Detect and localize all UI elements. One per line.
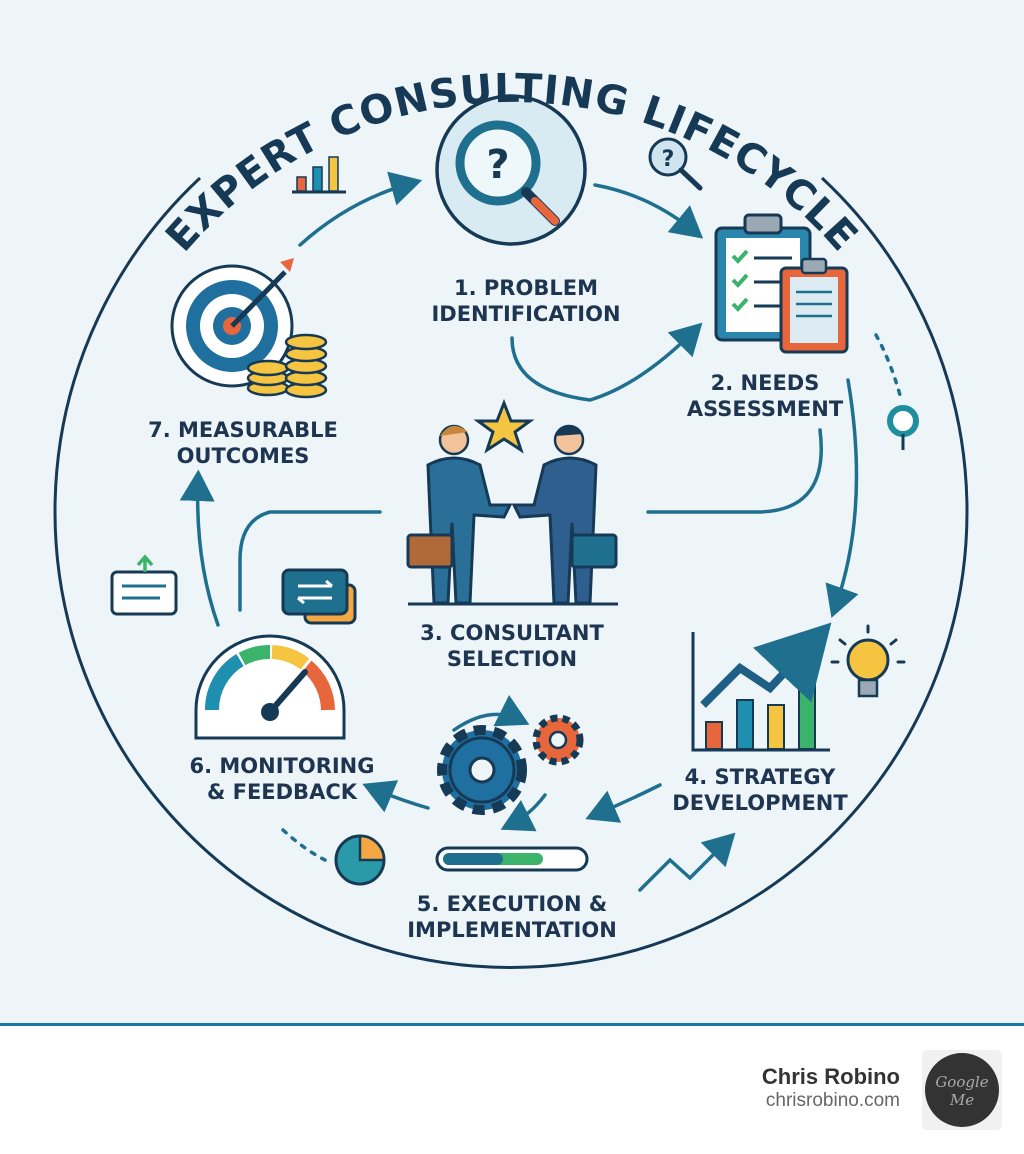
svg-text:3. CONSULTANT: 3. CONSULTANT bbox=[420, 621, 604, 645]
target-coins-icon bbox=[170, 258, 328, 399]
svg-text:7. MEASURABLE: 7. MEASURABLE bbox=[148, 418, 338, 442]
lifecycle-diagram: ? ? bbox=[53, 66, 969, 969]
svg-text:DEVELOPMENT: DEVELOPMENT bbox=[672, 791, 848, 815]
clipboard-checklist-icon bbox=[714, 213, 849, 354]
author-url[interactable]: chrisrobino.com bbox=[765, 1090, 900, 1111]
infographic: ? ? bbox=[0, 0, 1024, 1024]
svg-text:2. NEEDS: 2. NEEDS bbox=[711, 371, 820, 395]
flow-arrows bbox=[179, 171, 902, 892]
svg-text:ASSESSMENT: ASSESSMENT bbox=[687, 397, 844, 421]
growth-chart-icon bbox=[691, 622, 832, 752]
svg-text:5. EXECUTION &: 5. EXECUTION & bbox=[417, 892, 607, 916]
footer-divider bbox=[0, 1023, 1024, 1026]
svg-text:6. MONITORING: 6. MONITORING bbox=[189, 754, 374, 778]
author-block: Chris Robino chrisrobino.com bbox=[762, 1064, 900, 1112]
chat-swap-icon bbox=[281, 568, 357, 625]
pie-chart-icon bbox=[334, 834, 386, 886]
svg-text:IMPLEMENTATION: IMPLEMENTATION bbox=[407, 918, 617, 942]
step-6-label: 6. MONITORING& FEEDBACK bbox=[189, 754, 374, 804]
gears-icon bbox=[437, 714, 584, 815]
lifecycle-ring bbox=[53, 176, 969, 969]
author-name: Chris Robino bbox=[761, 1064, 900, 1089]
svg-text:?: ? bbox=[486, 142, 509, 188]
svg-text:IDENTIFICATION: IDENTIFICATION bbox=[431, 302, 620, 326]
gauge-icon bbox=[194, 634, 346, 740]
location-ring-icon bbox=[887, 405, 919, 450]
magnifier-question-icon: ? bbox=[435, 94, 587, 246]
message-upload-icon bbox=[110, 554, 178, 616]
handshake-icon bbox=[406, 398, 618, 606]
svg-text:1. PROBLEM: 1. PROBLEM bbox=[454, 276, 598, 300]
progress-bar-icon bbox=[435, 846, 589, 872]
small-magnifier-icon: ? bbox=[648, 137, 703, 191]
lightbulb-icon bbox=[830, 624, 906, 698]
small-bar-chart-icon bbox=[292, 156, 346, 194]
step-5-label: 5. EXECUTION &IMPLEMENTATION bbox=[407, 892, 617, 942]
svg-text:OUTCOMES: OUTCOMES bbox=[177, 444, 310, 468]
svg-text:?: ? bbox=[662, 147, 675, 172]
svg-text:SELECTION: SELECTION bbox=[447, 647, 577, 671]
svg-text:& FEEDBACK: & FEEDBACK bbox=[207, 780, 358, 804]
svg-text:4. STRATEGY: 4. STRATEGY bbox=[685, 765, 837, 789]
